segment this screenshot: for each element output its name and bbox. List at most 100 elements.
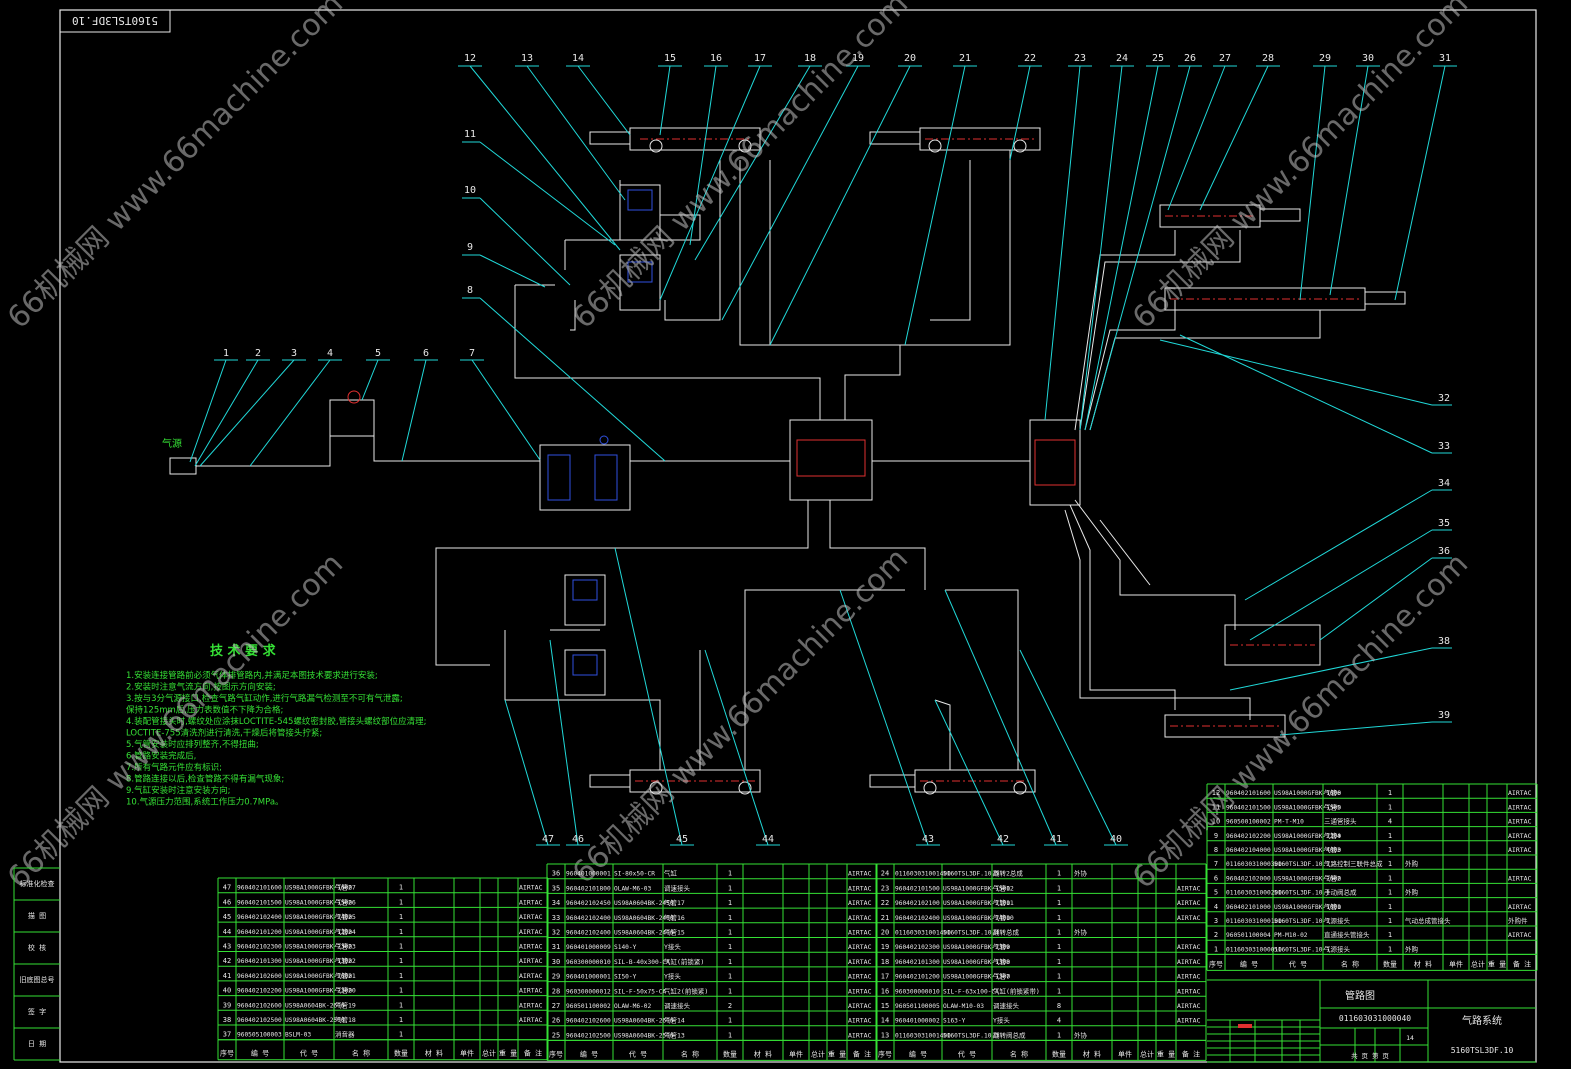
part-remark: AIRTAC [519, 928, 543, 936]
part-index: 9 [1214, 832, 1218, 840]
part-qty: 1 [1057, 943, 1061, 951]
callout-10: 10 [464, 185, 476, 196]
part-name: 气管15 [664, 928, 685, 937]
part-name: 调速接头 [993, 1001, 1020, 1010]
table-header: 备 注 [1182, 1049, 1200, 1058]
part-designation: 5160TSL3DF.10.5 [943, 871, 999, 878]
callout-19: 19 [852, 53, 864, 64]
part-remark: AIRTAC [1177, 899, 1201, 907]
part-index: 31 [552, 943, 560, 951]
part-remark: AIRTAC [1508, 931, 1532, 939]
part-designation: SIL-B-40x300-CA [614, 959, 670, 966]
table-header: 名 称 [681, 1049, 699, 1058]
part-material: 外购 [1405, 944, 1419, 953]
part-code: 960402101600 [1226, 790, 1271, 797]
part-qty: 1 [728, 899, 732, 907]
part-designation: US98A0604BK-2500 [285, 1017, 345, 1024]
part-index: 4 [1214, 903, 1218, 911]
title-code: 011603031000040 [1339, 1014, 1411, 1023]
part-index: 8 [1214, 846, 1218, 854]
tech-note-line: 6.管路安装完成后, [126, 751, 196, 762]
part-designation: US98A1000GFBK-1600 [285, 885, 352, 892]
callout-46: 46 [572, 834, 584, 845]
part-index: 16 [881, 987, 889, 995]
table-header: 材 料 [1083, 1049, 1101, 1058]
part-name: 气管21 [335, 971, 356, 980]
table-header: 材 料 [1414, 959, 1432, 968]
watermark-text: 66机械网 www.66machine.com [566, 541, 915, 890]
part-code: 011603031001400 [895, 871, 951, 878]
part-name: 调速接头 [664, 1001, 691, 1010]
part-name: 翻转阀总成 [993, 1030, 1026, 1039]
part-designation: OLAW-M6-03 [614, 885, 652, 892]
part-designation: US98A1000GFBK-1200 [943, 974, 1010, 981]
part-code: 960402101600 [237, 885, 282, 892]
part-remark: AIRTAC [848, 958, 872, 966]
callout-14: 14 [572, 53, 584, 64]
table-header: 数量 [1383, 959, 1397, 968]
part-name: 气管20 [335, 986, 356, 995]
part-designation: SIL-F-50x75-CA [614, 988, 666, 995]
part-index: 25 [552, 1031, 560, 1039]
part-index: 33 [552, 914, 560, 922]
leader-lines [189, 65, 1457, 846]
part-designation: US98A1000GFBK-1300 [285, 958, 352, 965]
watermark-text: 66机械网 www.66machine.com [1, 0, 350, 336]
tech-note-line: 8.管路连接以后,检查管路不得有漏气现象; [126, 774, 284, 785]
part-remark: AIRTAC [848, 987, 872, 995]
part-code: 960401000002 [895, 1018, 940, 1025]
part-index: 20 [881, 929, 889, 937]
outer-border [59, 9, 1537, 1063]
part-qty: 1 [1057, 1031, 1061, 1039]
callout-7: 7 [469, 348, 475, 359]
part-name: 气管8 [993, 957, 1010, 966]
part-name: Y接头 [993, 1016, 1010, 1025]
part-index: 41 [223, 972, 231, 980]
part-qty: 1 [728, 914, 732, 922]
part-qty: 1 [1388, 945, 1392, 953]
part-qty: 1 [1388, 860, 1392, 868]
part-qty: 1 [1388, 889, 1392, 897]
part-name: 手动阀总成 [1324, 888, 1357, 897]
part-index: 15 [881, 1002, 889, 1010]
part-designation: US98A0604BK-2600 [285, 1002, 345, 1009]
tech-notes-title: 技 术 要 求 [210, 643, 277, 659]
part-code: 960402102500 [237, 1017, 282, 1024]
tech-note-line: 2.安装时注意气流方向,按图示方向安装; [126, 682, 276, 693]
part-designation: 5160TSL3DF.10.3 [943, 1032, 999, 1039]
part-index: 10 [1212, 818, 1220, 826]
part-index: 6 [1214, 874, 1218, 882]
part-material: 外购 [1405, 888, 1419, 897]
part-designation: US98A0604BK-2450 [614, 900, 674, 907]
part-name: 气管17 [664, 898, 685, 907]
tech-note-line: 9.气缸安装时注意安装方向; [126, 785, 230, 796]
part-remark: AIRTAC [1508, 789, 1532, 797]
part-code: 960300000012 [566, 988, 611, 995]
part-name: 气路控制三联件总成 [1324, 859, 1383, 868]
part-code: 960402102400 [895, 915, 940, 922]
part-name: Y接头 [664, 972, 681, 981]
part-name: 气管24 [335, 927, 356, 936]
watermark-text: 66机械网 www.66machine.com [1126, 0, 1475, 336]
table-header: 数量 [394, 1049, 408, 1058]
part-code: 011603031000010 [1226, 946, 1282, 953]
part-designation: S140-Y [614, 944, 637, 951]
tech-note-line: 10.气源压力范围,系统工作压力0.7MPa。 [126, 797, 284, 808]
tech-note-line: 3.按与3分气源接口,检查气路气缸动作,进行气路漏气检测至不可有气泄露; [126, 693, 403, 704]
part-index: 1 [1214, 945, 1218, 953]
table-header: 单件 [460, 1049, 474, 1058]
part-name: 气管14 [664, 1016, 685, 1025]
tech-note-line: 5.气管安装时应排列整齐,不得扭曲; [126, 739, 259, 750]
callout-30: 30 [1362, 53, 1374, 64]
part-remark: AIRTAC [1508, 846, 1532, 854]
table-header: 重 量 [1488, 960, 1506, 968]
part-remark: AIRTAC [1177, 1002, 1201, 1010]
callout-43: 43 [922, 834, 934, 845]
part-qty: 1 [728, 973, 732, 981]
part-qty: 1 [1388, 803, 1392, 811]
part-code: 011603031000300 [1226, 861, 1282, 868]
part-index: 45 [223, 913, 231, 921]
part-remark: AIRTAC [1177, 1017, 1201, 1025]
callout-27: 27 [1219, 53, 1231, 64]
part-remark: AIRTAC [1508, 903, 1532, 911]
